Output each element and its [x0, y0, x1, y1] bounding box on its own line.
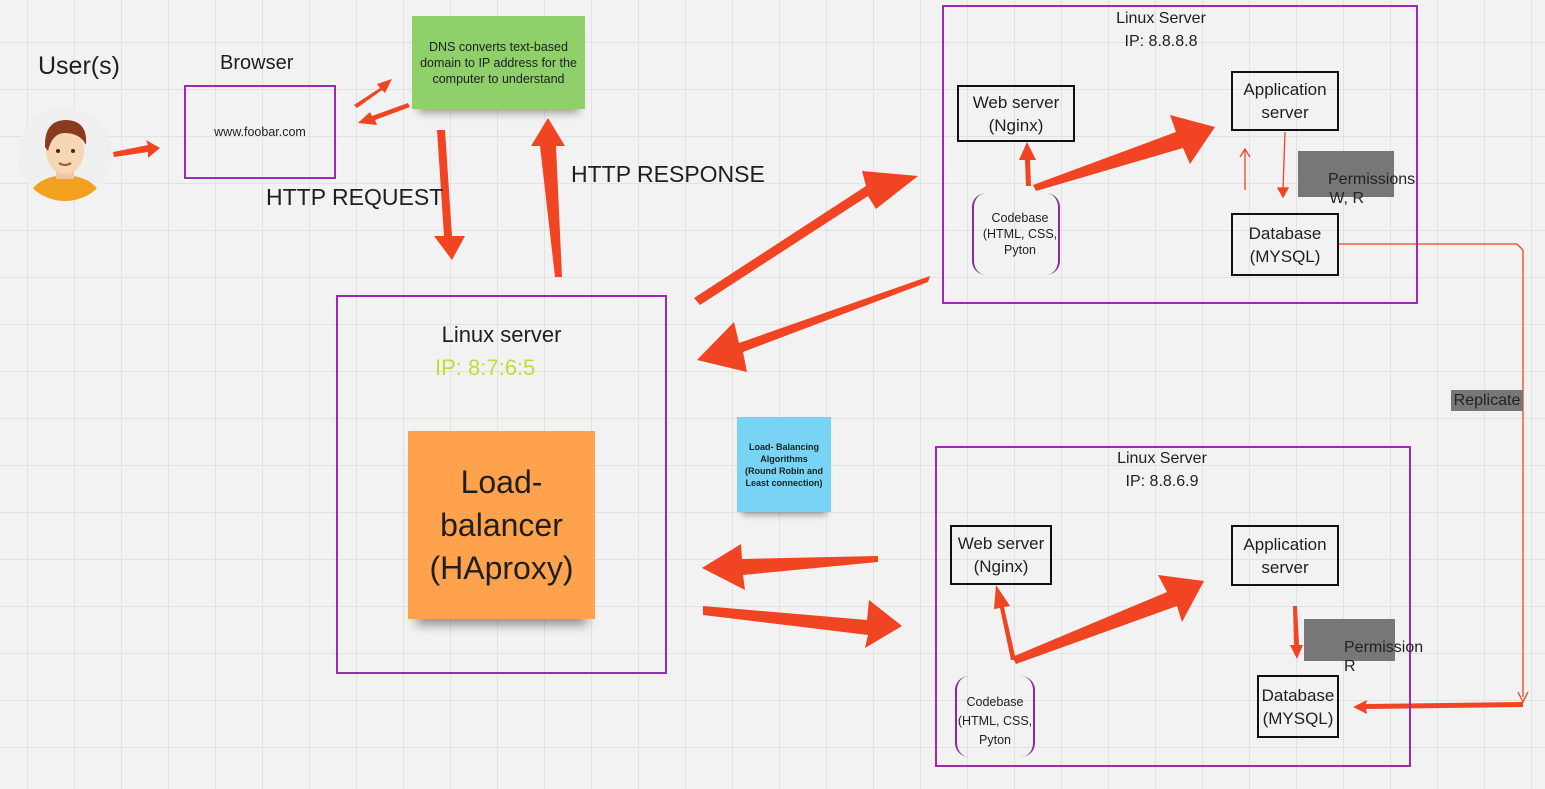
server-bottom-database-label: Database (MYSQL) [1261, 685, 1335, 728]
server-bottom-permissions: Permission R [1304, 619, 1423, 675]
load-balancer-text: Load- balancer (HAproxy) [429, 463, 574, 586]
dns-sticky-note: DNS converts text-based domain to IP add… [412, 16, 585, 109]
arrow-http-response [531, 118, 565, 277]
replicate-connector-tip [1517, 691, 1529, 704]
server-bottom-app-server-label: Application server [1243, 534, 1327, 577]
algorithms-text: Load- Balancing Algorithms (Round Robin … [745, 441, 823, 488]
server-top-web-server: Web server (Nginx) [957, 85, 1075, 142]
replicate-connector [1338, 243, 1524, 697]
server-top-codebase: Codebase (HTML, CSS, Pyton [982, 211, 1058, 257]
server-top-permissions: Permissions W, R [1298, 151, 1415, 207]
arrow-top-codebase-to-web [1019, 142, 1036, 186]
browser-title: Browser [220, 52, 294, 74]
server-bottom-app-server: Application server [1231, 525, 1339, 586]
server-top-title: Linux Server [1116, 10, 1206, 27]
arrow-bottom-app-to-db [1290, 606, 1303, 659]
server-top-codebase-brace [972, 193, 1060, 275]
arrow-top-app-to-db [1282, 131, 1286, 191]
arrow-user-to-browser [113, 140, 160, 158]
arrow-bottom-codebase-to-web [994, 585, 1016, 660]
arrow-lb-to-bottom [703, 600, 902, 648]
arrow-replicate-head [1353, 700, 1523, 714]
arrow-top-to-lb [697, 276, 930, 372]
arrow-lb-to-top [694, 171, 918, 305]
dns-note-text: DNS converts text-based domain to IP add… [420, 39, 577, 86]
server-bottom-codebase: Codebase (HTML, CSS, Pyton [957, 695, 1033, 747]
http-response-label: HTTP RESPONSE [571, 161, 765, 187]
load-balancer-sticky-note: Load- balancer (HAproxy) [408, 431, 595, 619]
server-bottom-ip: IP: 8.8.6.9 [1125, 473, 1199, 490]
arrow-browser-to-dns [354, 79, 392, 108]
lb-server-title: Linux server [441, 322, 562, 347]
server-bottom-permissions-label: Permission R [1344, 639, 1424, 675]
server-top-ip: IP: 8.8.8.8 [1124, 33, 1198, 50]
arrow-bottom-to-lb [702, 544, 878, 590]
server-bottom-web-server-label: Web server (Nginx) [957, 534, 1045, 576]
arrow-http-request [434, 130, 465, 260]
browser-window[interactable]: www.foobar.com [184, 85, 336, 179]
server-top-app-server: Application server [1231, 71, 1339, 131]
server-top-database-label: Database (MYSQL) [1248, 223, 1322, 266]
server-top-database: Database (MYSQL) [1231, 213, 1339, 276]
lb-server-ip: IP: 8:7:6:5 [435, 355, 536, 380]
arrow-top-app-to-db-head [1276, 187, 1290, 199]
server-top-app-server-label: Application server [1243, 80, 1327, 122]
server-top-web-server-label: Web server (Nginx) [972, 92, 1060, 135]
browser-url[interactable]: www.foobar.com [214, 125, 306, 139]
arrow-bottom-codebase-to-app [1012, 575, 1204, 664]
server-bottom-web-server: Web server (Nginx) [950, 525, 1052, 585]
replicate-label: Replicate [1451, 390, 1523, 411]
user-avatar-icon [18, 107, 112, 201]
arrow-top-db-to-app-head [1239, 147, 1251, 158]
http-request-label: HTTP REQUEST [266, 184, 444, 210]
server-bottom-frame [935, 446, 1411, 767]
server-top-permissions-label: Permissions W, R [1328, 171, 1416, 207]
users-label: User(s) [38, 52, 120, 80]
server-top-frame [942, 5, 1418, 304]
arrow-top-codebase-to-app [1033, 115, 1215, 191]
server-bottom-title: Linux Server [1117, 450, 1207, 467]
server-bottom-codebase-brace [955, 676, 1035, 757]
server-bottom-database: Database (MYSQL) [1257, 675, 1339, 738]
algorithms-sticky-note: Load- Balancing Algorithms (Round Robin … [737, 417, 831, 512]
load-balancer-server-frame [336, 295, 667, 674]
arrow-dns-to-browser [358, 103, 410, 125]
